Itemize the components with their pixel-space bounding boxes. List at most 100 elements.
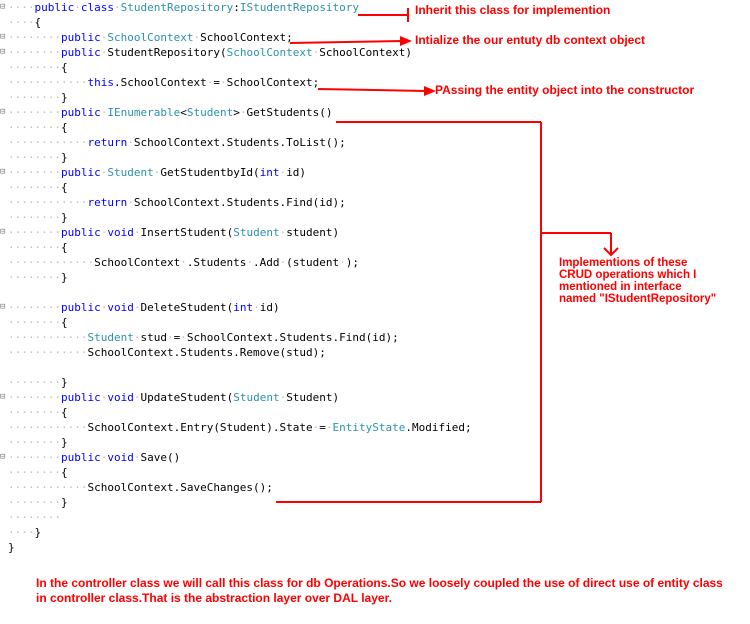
fold-toggle-icon[interactable]: ⊟ bbox=[0, 2, 6, 12]
code-token: · bbox=[133, 451, 141, 464]
indent-dots: ············· bbox=[8, 256, 95, 269]
indent-dots: ············ bbox=[8, 346, 88, 359]
code-token: public bbox=[60, 31, 101, 44]
code-token: public bbox=[60, 106, 101, 119]
code-token: · bbox=[100, 46, 108, 59]
code-token: SchoolContext bbox=[94, 256, 181, 269]
code-token: = bbox=[319, 421, 326, 434]
code-token: · bbox=[339, 256, 346, 269]
code-token: · bbox=[100, 391, 108, 404]
fold-toggle-icon[interactable]: ⊟ bbox=[0, 167, 6, 177]
code-token: · bbox=[193, 31, 201, 44]
code-token: ); bbox=[345, 256, 360, 269]
code-token: · bbox=[246, 256, 254, 269]
indent-dots: ············ bbox=[8, 331, 88, 344]
code-token: GetStudentbyId( bbox=[160, 166, 260, 179]
indent-dots: ········ bbox=[8, 406, 61, 419]
code-line: ····public·class·StudentRepository:IStud… bbox=[8, 0, 359, 15]
code-token: · bbox=[180, 256, 187, 269]
code-line: ········public·IEnumerable<Student>·GetS… bbox=[8, 105, 333, 120]
code-token: · bbox=[100, 106, 108, 119]
code-token: · bbox=[166, 331, 174, 344]
fold-toggle-icon[interactable]: ⊟ bbox=[0, 392, 6, 402]
code-line: ············return·SchoolContext.Student… bbox=[8, 195, 346, 210]
code-token: StudentRepository( bbox=[107, 46, 227, 59]
code-token: public bbox=[60, 46, 101, 59]
code-token: = bbox=[213, 76, 220, 89]
code-line: ········public·SchoolContext·SchoolConte… bbox=[8, 30, 293, 45]
code-token: } bbox=[60, 151, 68, 164]
fold-toggle-icon[interactable]: ⊟ bbox=[0, 32, 6, 42]
code-token: Student) bbox=[286, 391, 340, 404]
code-token: · bbox=[239, 106, 247, 119]
code-token: return bbox=[87, 136, 128, 149]
code-token: .Add bbox=[253, 256, 280, 269]
code-token: IEnumerable bbox=[107, 106, 181, 119]
code-token: · bbox=[180, 331, 187, 344]
code-line: ········public·void·UpdateStudent(Studen… bbox=[8, 390, 339, 405]
code-token: int bbox=[233, 301, 254, 314]
indent-dots: ········ bbox=[8, 451, 61, 464]
fold-toggle-icon[interactable]: ⊟ bbox=[0, 452, 6, 462]
code-token: · bbox=[127, 136, 134, 149]
code-token: SchoolContext.Students.Remove(stud); bbox=[87, 346, 326, 359]
code-token: · bbox=[279, 226, 287, 239]
code-token: { bbox=[60, 61, 68, 74]
indent-dots: ············ bbox=[8, 76, 88, 89]
code-line: ········public·void·Save() bbox=[8, 450, 180, 465]
indent-dots: ········ bbox=[8, 106, 61, 119]
code-token: GetStudents() bbox=[246, 106, 333, 119]
indent-dots: ········ bbox=[8, 511, 61, 524]
code-line: ············Student·stud·=·SchoolContext… bbox=[8, 330, 399, 345]
annotation-bottom: In the controller class we will call thi… bbox=[36, 576, 723, 605]
fold-toggle-icon[interactable]: ⊟ bbox=[0, 302, 6, 312]
code-line: ········} bbox=[8, 90, 68, 105]
code-line: ········} bbox=[8, 495, 68, 510]
code-token: .Students bbox=[186, 256, 247, 269]
indent-dots: ········ bbox=[8, 31, 61, 44]
code-token: } bbox=[60, 376, 68, 389]
code-token: · bbox=[279, 256, 287, 269]
code-token: SchoolContext.Students.ToList(); bbox=[133, 136, 346, 149]
code-token: } bbox=[60, 91, 68, 104]
fold-toggle-icon[interactable]: ⊟ bbox=[0, 227, 6, 237]
code-line: ········{ bbox=[8, 405, 68, 420]
code-line: ········{ bbox=[8, 315, 68, 330]
code-token: void bbox=[107, 391, 134, 404]
code-token: · bbox=[74, 1, 81, 14]
code-line: ········} bbox=[8, 150, 68, 165]
code-line: ········{ bbox=[8, 240, 68, 255]
code-line: ············SchoolContext.SaveChanges(); bbox=[8, 480, 273, 495]
indent-dots: ········ bbox=[8, 301, 61, 314]
code-token: · bbox=[219, 76, 227, 89]
code-token: void bbox=[107, 301, 134, 314]
indent-dots: ········ bbox=[8, 226, 61, 239]
code-token: · bbox=[279, 391, 287, 404]
indent-dots: ············ bbox=[8, 196, 88, 209]
code-line: ········} bbox=[8, 270, 68, 285]
fold-toggle-icon[interactable]: ⊟ bbox=[0, 47, 6, 57]
code-token: EntityState bbox=[332, 421, 406, 434]
indent-dots: ········ bbox=[8, 466, 61, 479]
code-token: · bbox=[153, 166, 161, 179]
code-token: void bbox=[107, 451, 134, 464]
code-token: } bbox=[60, 436, 68, 449]
code-token: StudentRepository bbox=[120, 1, 234, 14]
fold-toggle-icon[interactable]: ⊟ bbox=[0, 107, 6, 117]
code-line: ········} bbox=[8, 210, 68, 225]
annotation-crud: Implementions of these CRUD operations w… bbox=[559, 257, 717, 305]
code-token: · bbox=[279, 166, 287, 179]
code-token: SchoolContext) bbox=[319, 46, 413, 59]
indent-dots: ········ bbox=[8, 436, 61, 449]
code-token: Student bbox=[233, 226, 280, 239]
code-token: { bbox=[60, 181, 68, 194]
indent-dots: ············ bbox=[8, 136, 88, 149]
code-token: void bbox=[107, 226, 134, 239]
code-token: > bbox=[233, 106, 240, 119]
code-token: public bbox=[34, 1, 75, 14]
code-token: SchoolContext bbox=[226, 46, 313, 59]
indent-dots: ········ bbox=[8, 496, 61, 509]
code-token: · bbox=[312, 46, 320, 59]
code-token: student) bbox=[286, 226, 340, 239]
